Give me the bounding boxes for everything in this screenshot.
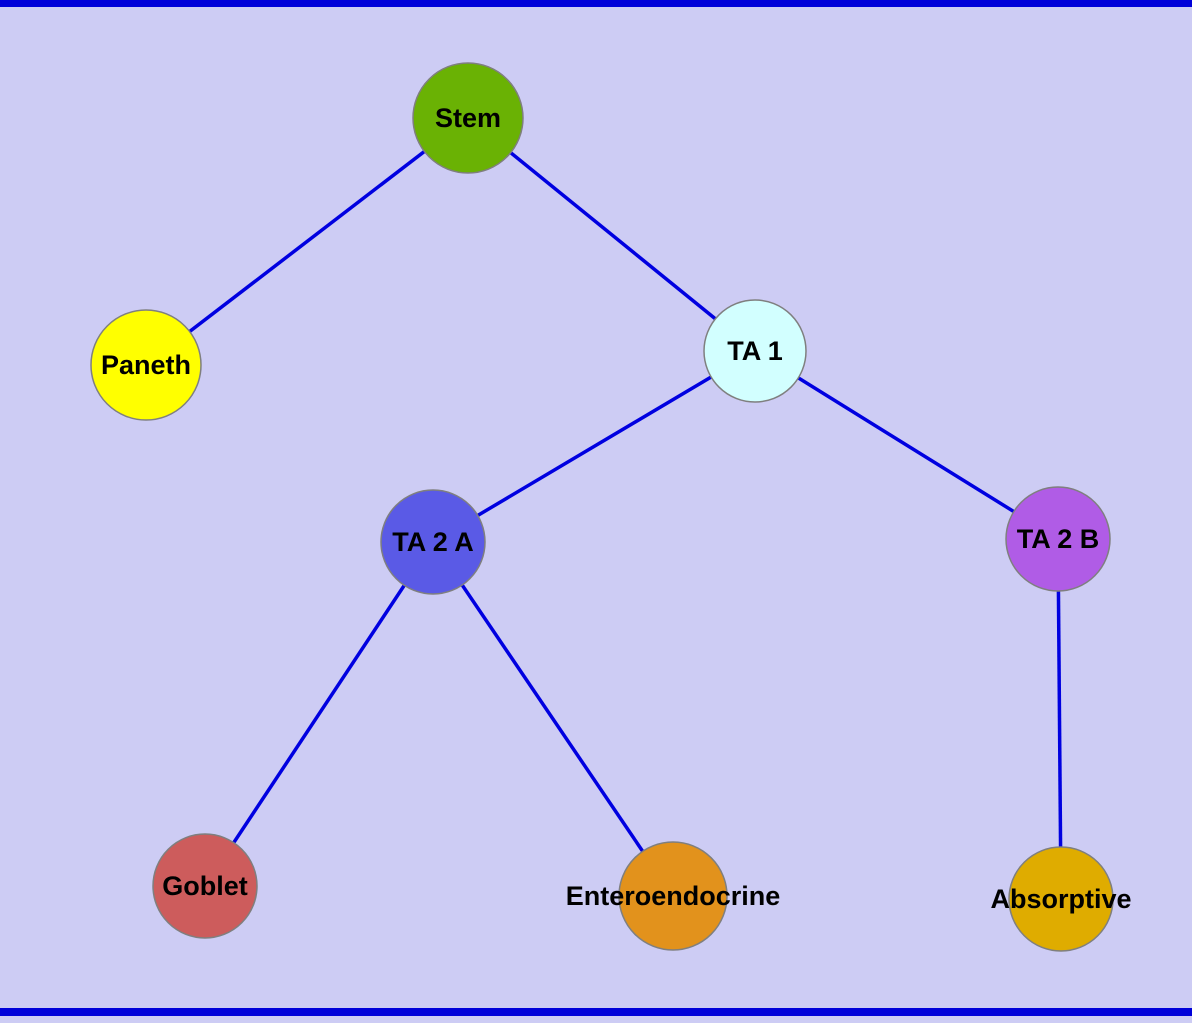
edge-ta2a-goblet	[203, 541, 435, 887]
node-circle-stem[interactable]	[412, 62, 524, 174]
node-circle-paneth[interactable]	[90, 309, 202, 421]
edge-ta2a-enteroendocrine	[431, 541, 675, 897]
node-ta2b[interactable]: TA 2 B	[1005, 486, 1111, 592]
edge-stem-paneth	[144, 116, 470, 367]
node-circle-ta2a[interactable]	[380, 489, 486, 595]
node-ta2a[interactable]: TA 2 A	[380, 489, 486, 595]
node-circle-ta1[interactable]	[703, 299, 807, 403]
node-absorptive[interactable]: Absorptive	[990, 846, 1132, 952]
edge-ta2b-absorptive	[1056, 538, 1063, 900]
node-stem[interactable]: Stem	[412, 62, 524, 174]
edge-ta1-ta2a	[432, 349, 756, 544]
edge-stem-ta1	[466, 116, 757, 353]
node-circle-goblet[interactable]	[152, 833, 258, 939]
node-circle-absorptive[interactable]	[1008, 846, 1114, 952]
canvas-border-top	[0, 0, 1192, 7]
node-circle-enteroendocrine[interactable]	[618, 841, 728, 951]
canvas-border-bottom	[0, 1008, 1192, 1016]
node-goblet[interactable]: Goblet	[152, 833, 258, 939]
node-ta1[interactable]: TA 1	[703, 299, 807, 403]
edge-ta1-ta2b	[754, 349, 1059, 541]
node-paneth[interactable]: Paneth	[90, 309, 202, 421]
node-enteroendocrine[interactable]: Enteroendocrine	[566, 841, 781, 951]
node-circle-ta2b[interactable]	[1005, 486, 1111, 592]
